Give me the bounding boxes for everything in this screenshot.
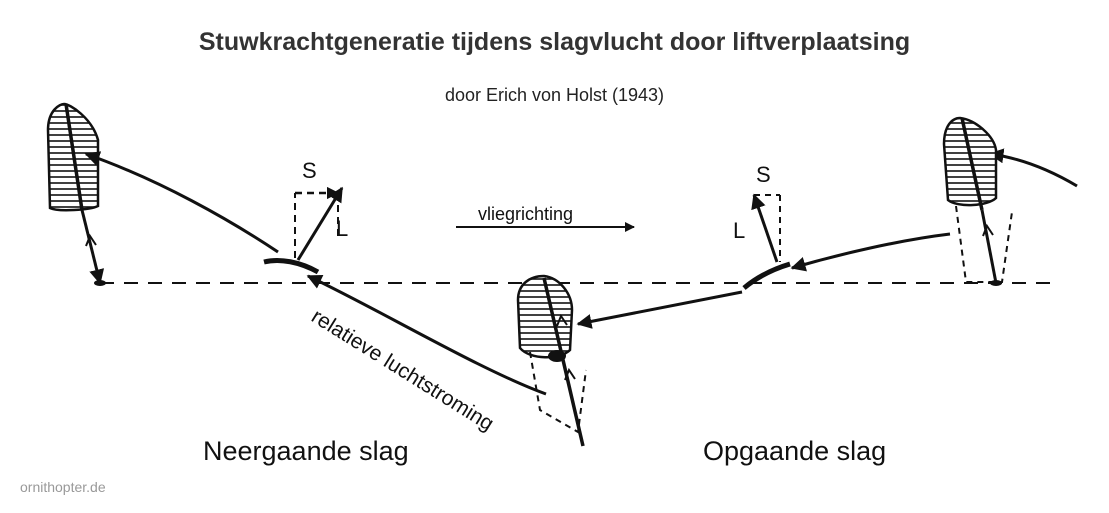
airfoil-left: [263, 257, 320, 275]
wing-tip-path-right-upper: [988, 148, 1078, 188]
force-vectors-left: [294, 186, 344, 261]
wing-left: [46, 102, 106, 286]
lift-label-left: L: [336, 216, 348, 241]
wing-middle: [516, 274, 587, 447]
watermark: ornithopter.de: [20, 479, 106, 495]
caption-upstroke: Opgaande slag: [703, 436, 887, 466]
lift-label-right: L: [733, 218, 745, 243]
diagram-subtitle: door Erich von Holst (1943): [444, 85, 665, 105]
thrust-label-right: S: [756, 162, 771, 187]
caption-downstroke: Neergaande slag: [203, 436, 409, 466]
flight-direction-label: vliegrichting: [478, 204, 573, 224]
force-vectors-right: [751, 193, 781, 263]
airfoil-right: [742, 261, 791, 290]
diagram-title: Stuwkrachtgeneratie tijdens slagvlucht d…: [198, 28, 911, 56]
wing-right: [942, 116, 1013, 286]
wing-tip-path-left: [84, 151, 279, 254]
wing-tip-path-middle: [576, 290, 743, 329]
thrust-label-left: S: [302, 158, 317, 183]
wing-tip-path-right-lower: [790, 232, 951, 272]
relative-airflow-line: [306, 274, 547, 396]
